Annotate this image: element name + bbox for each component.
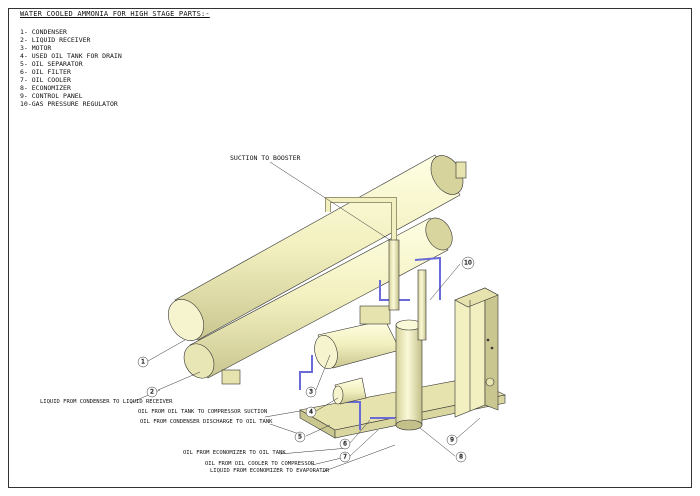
parts-legend: 1- CONDENSER 2- LIQUID RECEIVER 3- MOTOR… <box>20 28 122 108</box>
legend-item: 8- ECONOMIZER <box>20 84 71 92</box>
marker-9: 9 <box>446 434 458 446</box>
control-panel <box>454 287 499 418</box>
label-oil-condenser-discharge: OIL FROM CONDENSER DISCHARGE TO OIL TANK <box>140 419 273 425</box>
legend-item: 5- OIL SEPARATOR <box>20 60 83 68</box>
svg-text:5: 5 <box>298 434 302 441</box>
svg-text:9: 9 <box>450 437 454 444</box>
legend-item: 1- CONDENSER <box>20 28 67 36</box>
marker-7: 7 <box>339 451 351 463</box>
motor <box>314 305 401 370</box>
liquid-receiver <box>183 217 453 385</box>
legend-item: 4- USED OIL TANK FOR DRAIN <box>20 52 122 60</box>
label-oil-cooler-compressor: OIL FROM OIL COOLER TO COMPRESSOR <box>205 461 315 467</box>
legend-item: 2- LIQUID RECEIVER <box>20 36 91 44</box>
label-oil-economizer: OIL FROM ECONOMIZER TO OIL TANK <box>183 450 286 456</box>
marker-2: 2 <box>146 386 158 398</box>
svg-text:3: 3 <box>309 389 313 396</box>
marker-8: 8 <box>455 451 467 463</box>
svg-text:1: 1 <box>141 359 145 366</box>
drawing-title: WATER COOLED AMMONIA FOR HIGH STAGE PART… <box>20 10 210 18</box>
label-liquid-economizer-evaporator: LIQUID FROM ECONOMIZER TO EVAPORATOR <box>210 468 330 474</box>
svg-text:6: 6 <box>343 441 347 448</box>
discharge-column <box>388 239 427 341</box>
marker-3: 3 <box>305 386 317 398</box>
legend-item: 3- MOTOR <box>20 44 52 52</box>
svg-text:10: 10 <box>464 260 472 267</box>
legend-item: 6- OIL FILTER <box>20 68 71 76</box>
svg-text:4: 4 <box>309 409 313 416</box>
legend-item: 9- CONTROL PANEL <box>20 92 83 100</box>
svg-text:2: 2 <box>150 389 154 396</box>
legend-item: 10-GAS PRESSURE REGULATOR <box>20 100 118 108</box>
label-suction: SUCTION TO BOOSTER <box>230 154 301 162</box>
oil-separator <box>395 319 423 431</box>
marker-5: 5 <box>294 431 306 443</box>
label-liquid-condenser-receiver: LIQUID FROM CONDENSER TO LIQUID RECEIVER <box>40 399 173 405</box>
svg-text:7: 7 <box>343 454 347 461</box>
svg-text:8: 8 <box>459 454 463 461</box>
marker-4: 4 <box>305 406 317 418</box>
legend-item: 7- OIL COOLER <box>20 76 71 84</box>
marker-1: 1 <box>137 356 149 368</box>
marker-6: 6 <box>339 438 351 450</box>
label-oil-tank-suction: OIL FROM OIL TANK TO COMPRESSOR SUCTION <box>138 409 268 415</box>
marker-10: 10 <box>461 256 475 270</box>
part-markers: 1 2 3 4 5 6 7 8 9 10 <box>137 256 475 463</box>
